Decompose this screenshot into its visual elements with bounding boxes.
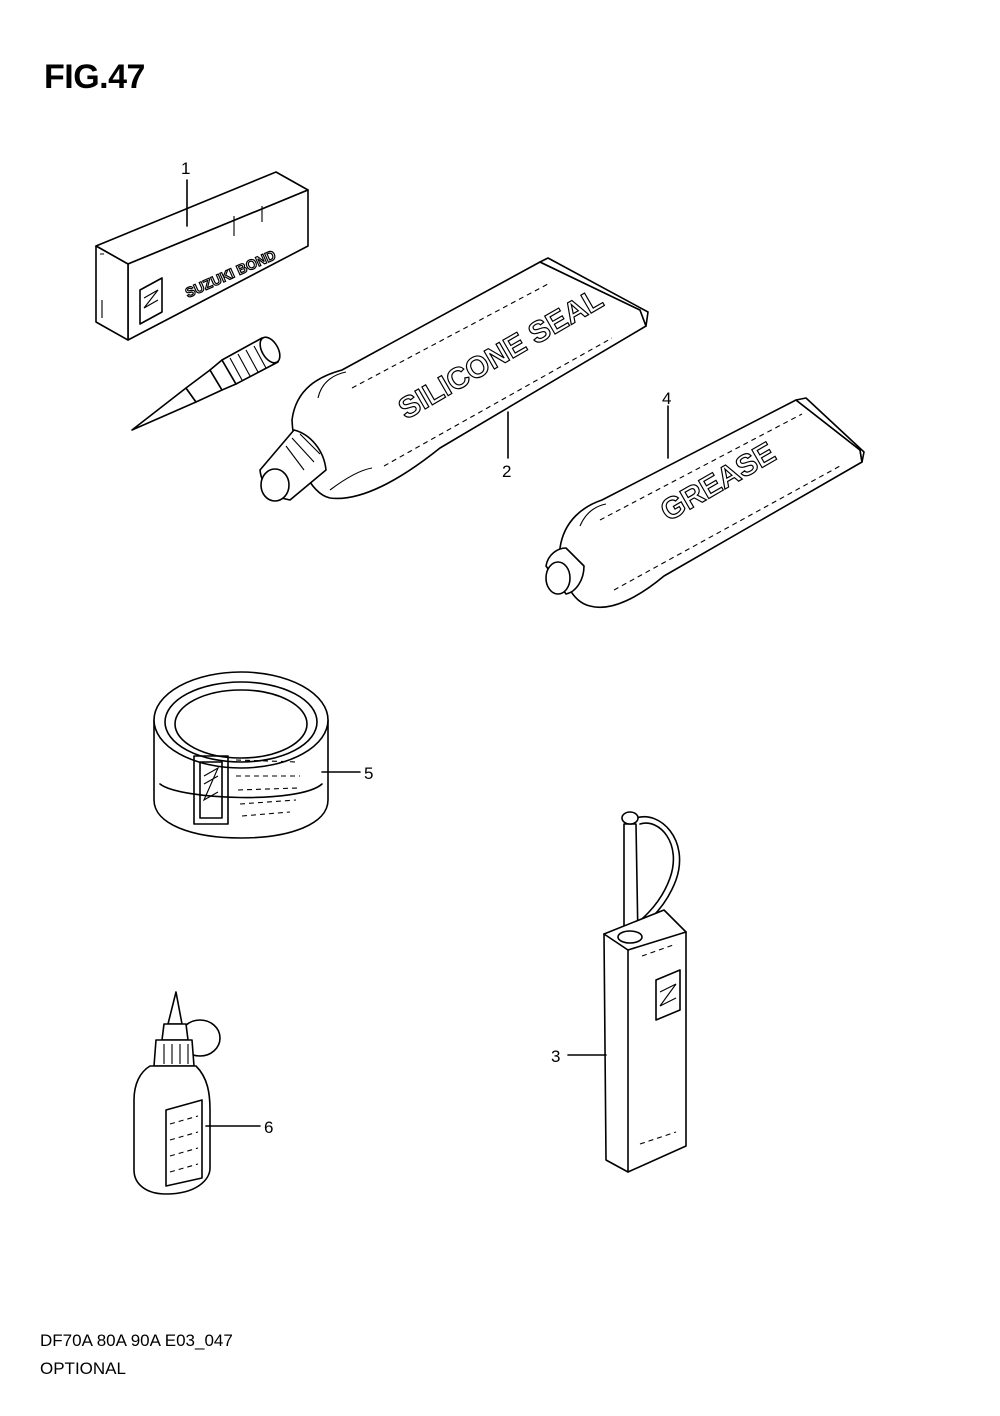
suzuki-logo-icon [193,755,229,825]
callout-4: 4 [662,389,671,408]
part-2-silicone-seal[interactable]: SILICONE SEAL 2 [259,257,649,502]
suzuki-logo-icon [139,277,163,325]
part-6-oil-bottle[interactable]: 6 [133,991,273,1195]
section-label: OPTIONAL [40,1359,126,1378]
figure-title: FIG.47 [44,58,145,96]
part-5-grease-can[interactable]: 5 [153,671,373,839]
callout-5: 5 [364,764,373,783]
part-1-nozzle [131,336,281,431]
callout-6: 6 [264,1118,273,1137]
part-1-suzuki-bond[interactable]: SUZUKI BOND 1 [95,159,309,431]
callout-2: 2 [502,462,511,481]
suzuki-logo-icon [655,969,681,1021]
model-code: DF70A 80A 90A E03_047 [40,1331,233,1350]
part-3-oil-can[interactable]: 3 [551,811,687,1173]
part-4-grease[interactable]: GREASE 4 [545,389,865,608]
callout-1: 1 [181,159,190,178]
callout-3: 3 [551,1047,560,1066]
